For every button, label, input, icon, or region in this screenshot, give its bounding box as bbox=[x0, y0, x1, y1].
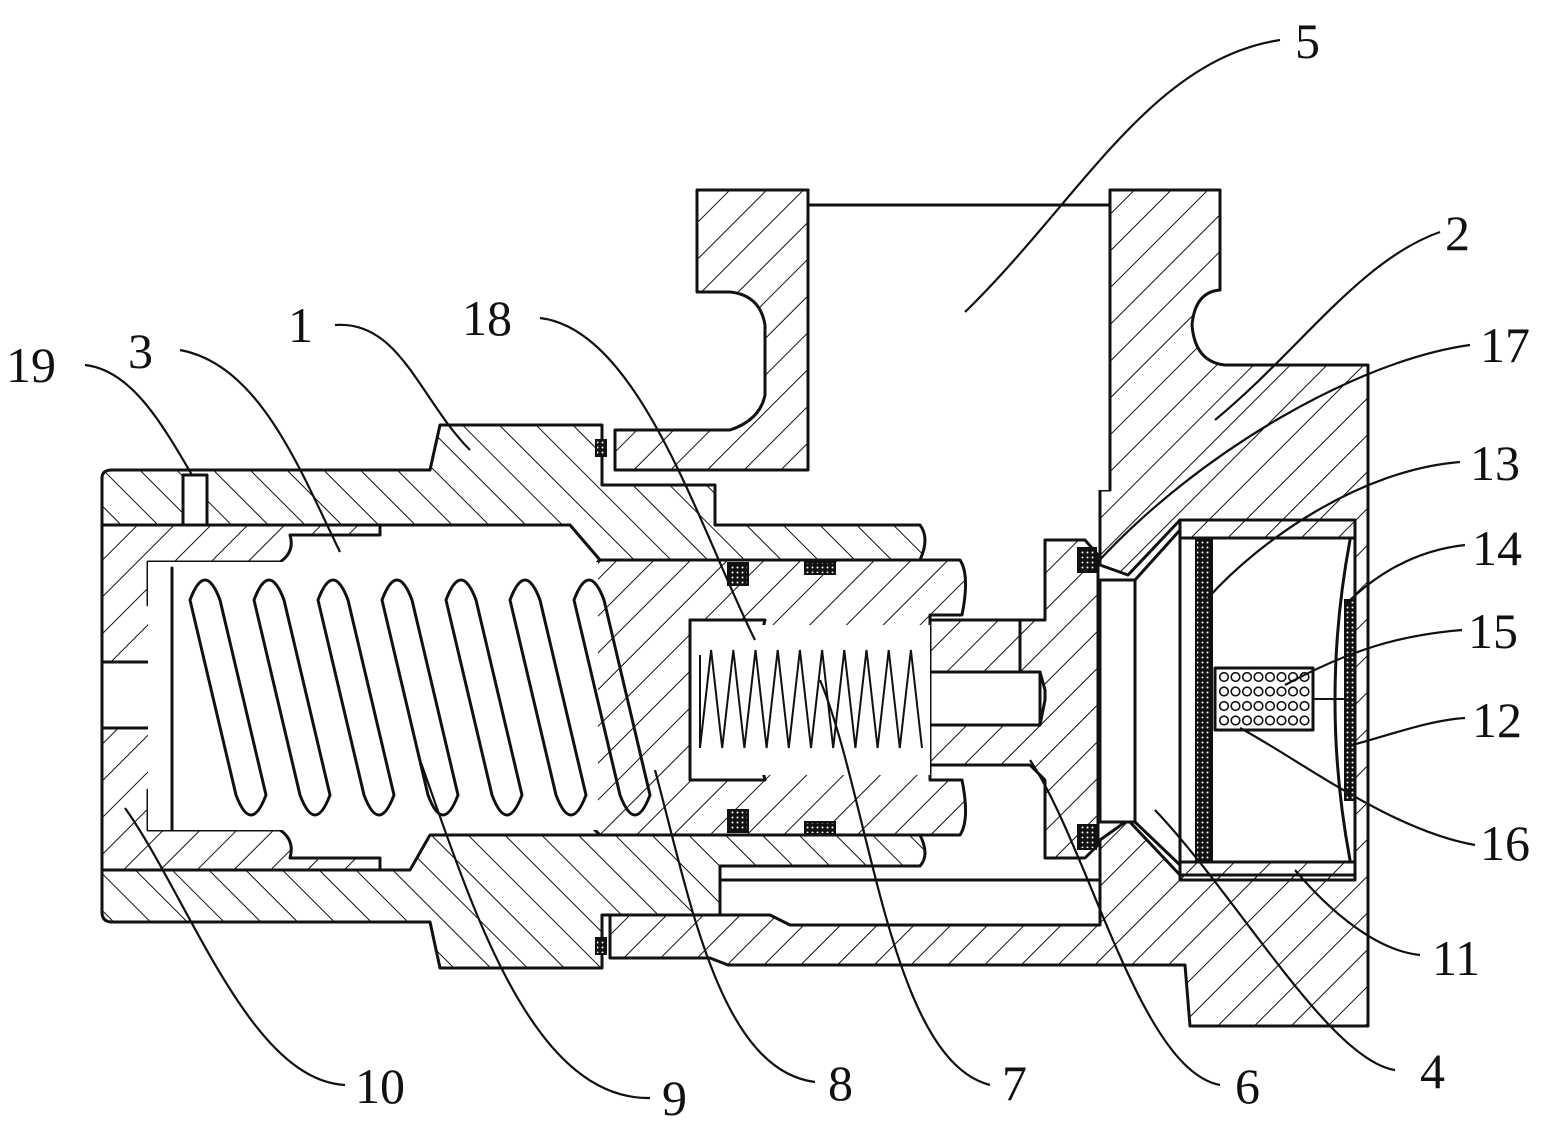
callout-15: 15 bbox=[1468, 603, 1518, 659]
adsorbent-balls-part-16 bbox=[1218, 671, 1310, 726]
adsorbent-ball bbox=[1299, 700, 1310, 712]
adsorbent-ball bbox=[1253, 671, 1264, 683]
o-ring-upper bbox=[595, 439, 607, 457]
seal-ring-part-17-upper bbox=[1077, 547, 1097, 573]
valve-body-part-2 bbox=[608, 188, 1370, 1028]
adsorbent-ball bbox=[1264, 700, 1276, 712]
adsorbent-ball bbox=[1276, 715, 1287, 726]
callout-5: 5 bbox=[1295, 13, 1320, 69]
spring-coil bbox=[508, 578, 588, 817]
callout-7: 7 bbox=[1002, 1055, 1027, 1111]
callout-14: 14 bbox=[1472, 520, 1522, 576]
adsorbent-ball bbox=[1218, 671, 1230, 683]
seal-ring-piston-2 bbox=[804, 561, 836, 575]
adsorbent-ball bbox=[1264, 671, 1276, 683]
callout-12: 12 bbox=[1472, 692, 1522, 748]
adsorbent-ball bbox=[1264, 715, 1276, 726]
large-spring-part-9 bbox=[148, 562, 652, 832]
callout-13: 13 bbox=[1470, 435, 1520, 491]
adsorbent-ball bbox=[1264, 686, 1276, 697]
callout-1: 1 bbox=[288, 297, 313, 353]
callout-labels: 1 2 3 4 5 6 7 8 9 10 11 12 13 14 15 16 1… bbox=[6, 13, 1530, 1126]
callout-10: 10 bbox=[355, 1058, 405, 1114]
adsorbent-ball bbox=[1287, 715, 1299, 726]
callout-4: 4 bbox=[1420, 1043, 1445, 1099]
filter-cartridge bbox=[1178, 518, 1357, 882]
spring-coil bbox=[572, 578, 652, 817]
adsorbent-ball bbox=[1230, 686, 1241, 697]
adsorbent-ball bbox=[1276, 700, 1287, 712]
seal-ring-piston-4 bbox=[804, 821, 836, 835]
adsorbent-ball bbox=[1287, 700, 1299, 712]
callout-11: 11 bbox=[1432, 930, 1480, 986]
adsorbent-ball bbox=[1218, 715, 1230, 726]
adsorbent-ball bbox=[1299, 686, 1310, 697]
adsorbent-ball bbox=[1253, 686, 1264, 697]
small-spring-part-7 bbox=[688, 618, 930, 782]
seat-cone-part-4 bbox=[1098, 528, 1182, 867]
callout-3: 3 bbox=[128, 323, 153, 379]
callout-17: 17 bbox=[1480, 317, 1530, 373]
o-ring-lower bbox=[595, 937, 607, 955]
callout-6: 6 bbox=[1235, 1058, 1260, 1114]
adsorbent-ball bbox=[1299, 715, 1310, 726]
leader-lines bbox=[84, 38, 1476, 1100]
callout-18: 18 bbox=[462, 290, 512, 346]
adsorbent-ball bbox=[1276, 671, 1287, 683]
spring-coil bbox=[380, 578, 460, 817]
spring-coil bbox=[444, 578, 524, 817]
callout-16: 16 bbox=[1480, 815, 1530, 871]
adsorbent-ball bbox=[1276, 686, 1287, 697]
filter-screen-part-14 bbox=[1344, 599, 1356, 801]
adsorbent-ball bbox=[1241, 686, 1253, 697]
outer-sleeve-part-1 bbox=[100, 423, 927, 970]
spring-coil bbox=[252, 578, 332, 817]
callout-8: 8 bbox=[828, 1055, 853, 1111]
adsorbent-ball bbox=[1287, 686, 1299, 697]
seal-ring-piston-3 bbox=[727, 809, 749, 833]
adsorbent-ball bbox=[1241, 715, 1253, 726]
filter-screen-part-13 bbox=[1195, 539, 1213, 861]
callout-9: 9 bbox=[662, 1070, 687, 1126]
adsorbent-ball bbox=[1253, 715, 1264, 726]
callout-19: 19 bbox=[6, 337, 56, 393]
seal-ring-part-17-lower bbox=[1077, 824, 1097, 850]
adsorbent-ball bbox=[1241, 671, 1253, 683]
adsorbent-ball bbox=[1253, 700, 1264, 712]
adsorbent-ball bbox=[1230, 700, 1241, 712]
vent-hole-part-19 bbox=[181, 473, 209, 527]
adsorbent-ball bbox=[1230, 671, 1241, 683]
adsorbent-ball bbox=[1218, 700, 1230, 712]
spring-coil bbox=[188, 578, 268, 817]
adsorbent-ball bbox=[1230, 715, 1241, 726]
spring-coil bbox=[316, 578, 396, 817]
seal-ring-piston-1 bbox=[727, 562, 749, 586]
callout-2: 2 bbox=[1445, 205, 1470, 261]
adsorbent-ball bbox=[1241, 700, 1253, 712]
adsorbent-ball bbox=[1218, 686, 1230, 697]
